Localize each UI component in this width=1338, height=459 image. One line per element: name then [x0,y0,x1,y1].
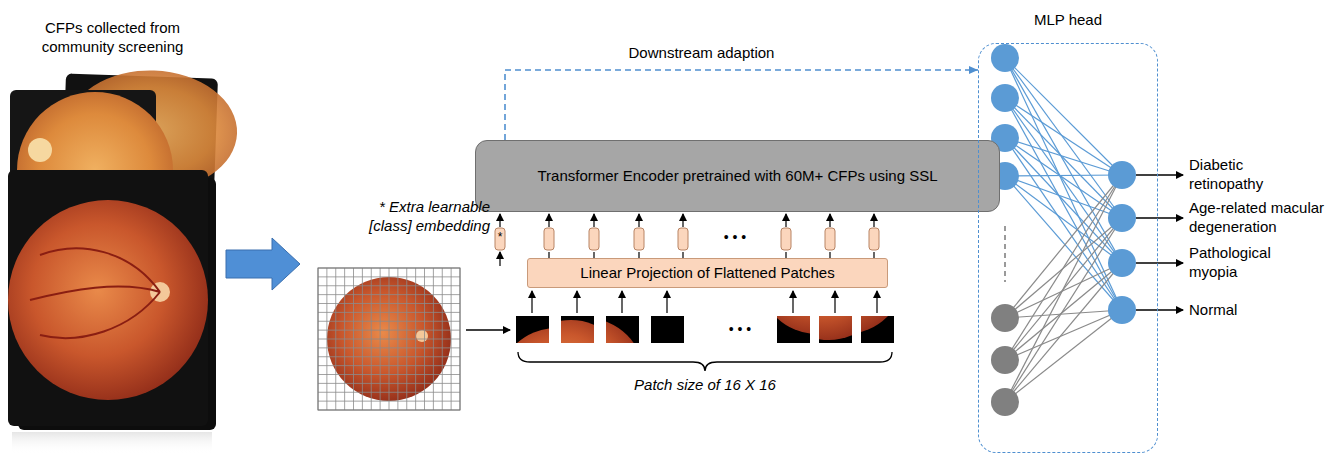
patches [498,218,904,444]
ellipsis: • • • [705,229,765,247]
patch-grid-image [318,268,460,410]
box-heading: MLP head [979,11,1157,29]
projection-box: Linear Projection of Flattened Patches [527,258,888,288]
output-label: Diabetic retinopathy [1189,156,1301,194]
mlp-network [991,44,1183,416]
connector-label: Downstream adaption [626,44,778,61]
fundus-stack [8,68,239,454]
output-label: Pathological myopia [1189,244,1301,282]
flow-arrow [226,238,300,290]
annotation: * Extra learnable [class] embedding [350,198,490,236]
output-label: Normal [1189,301,1301,320]
brace [518,352,892,371]
caption-text: CFPs collected from community screening [25,19,200,57]
box-label: Linear Projection of Flattened Patches [572,264,842,282]
dashed-connector [505,70,978,140]
encoder-box: Transformer Encoder pretrained with 60M+… [475,140,1000,212]
token-mark: * [495,230,505,245]
mlp-head-box: MLP head [978,43,1158,453]
box-label: Transformer Encoder pretrained with 60M+… [529,167,945,185]
ellipsis: • • • [710,321,770,339]
annotation: Patch size of 16 X 16 [595,376,815,395]
arrow [466,329,510,330]
output-label: Age-related macular degeneration [1189,199,1327,237]
